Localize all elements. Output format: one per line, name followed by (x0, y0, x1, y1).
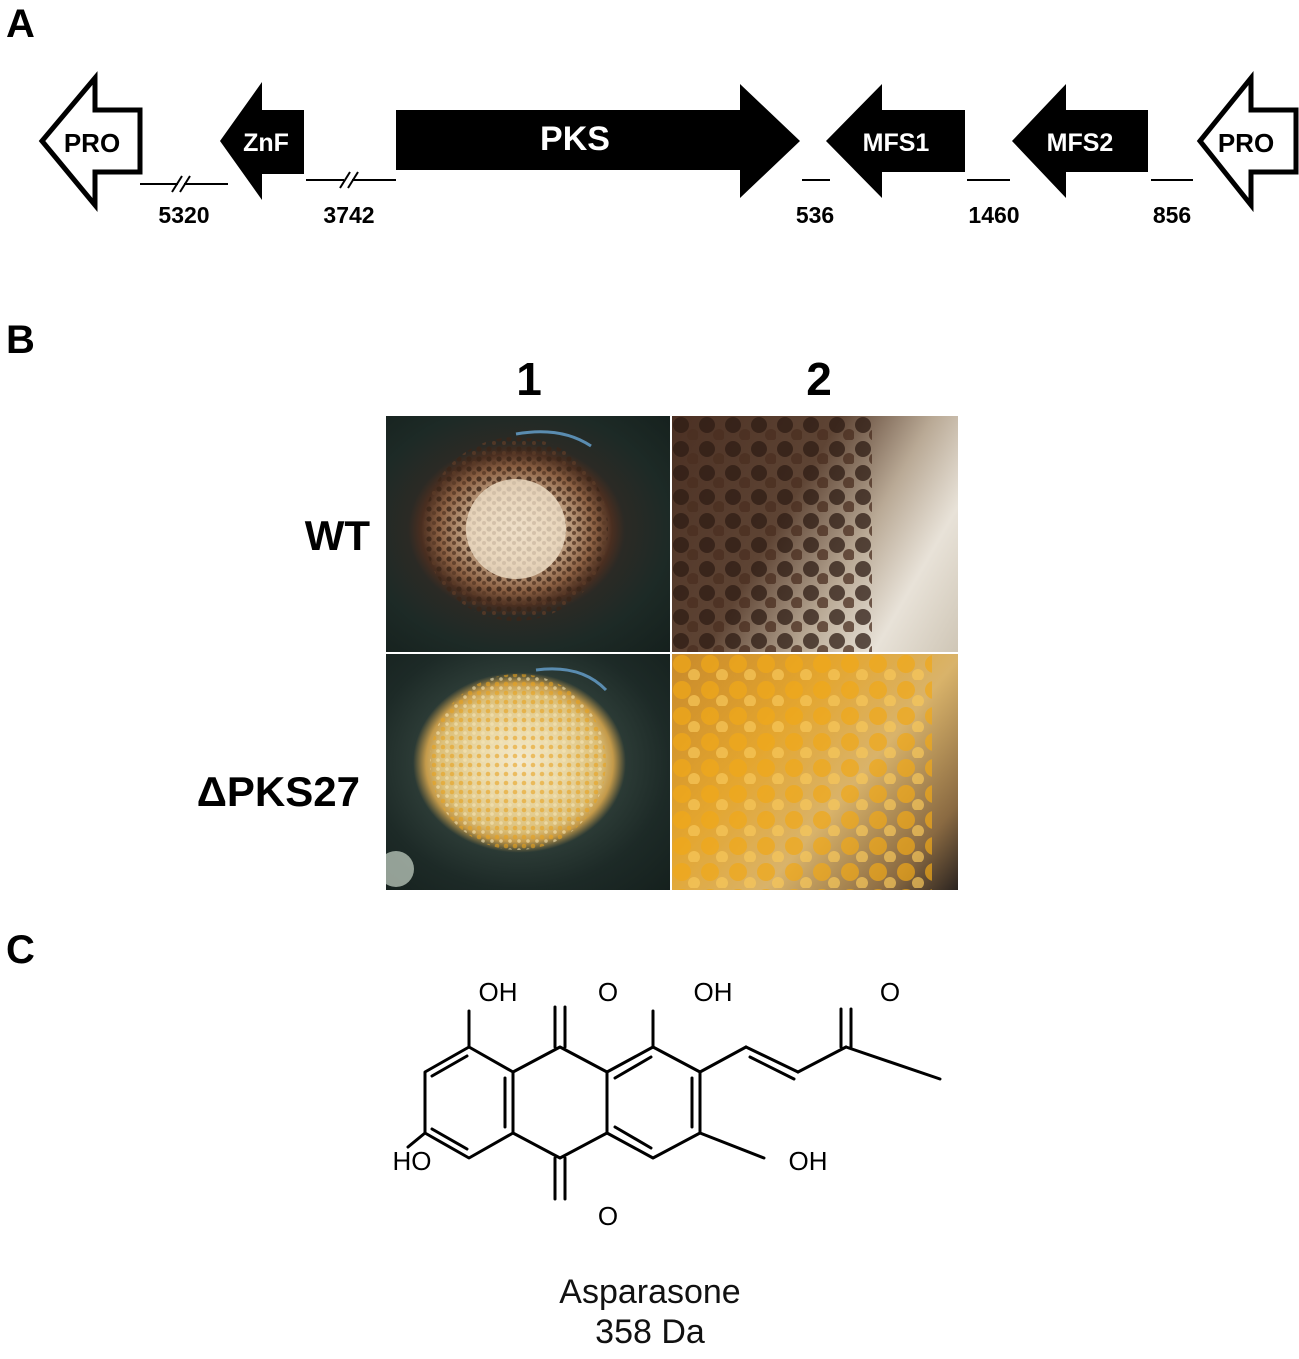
gene-label-pks: PKS (540, 120, 610, 158)
panel-label-c: C (6, 928, 35, 972)
row-label-dpks27: ΔPKS27 (196, 768, 360, 815)
row-label-wt: WT (304, 512, 370, 559)
gene-label-mfs1: MFS1 (863, 129, 930, 157)
gap-label-856: 856 (1153, 202, 1191, 228)
compound-mass: 358 Da (595, 1313, 705, 1351)
panel-label-b: B (6, 318, 35, 362)
photo-mutant-colony (386, 654, 670, 890)
gene-pro-right: PRO (1196, 70, 1299, 213)
gene-pro-left: PRO (38, 71, 143, 212)
gap-line-2 (306, 171, 396, 189)
label-o-top: O (598, 977, 618, 1007)
asparasone-structure: OH O OH O HO OH O (393, 977, 942, 1231)
compound-name: Asparasone (559, 1273, 741, 1311)
label-oh-top-left: OH (479, 977, 518, 1007)
gene-cluster-map: PRO ZnF PKS MFS1 MFS2 PRO 5320 374 (38, 70, 1299, 228)
gene-label-mfs2: MFS2 (1047, 129, 1114, 157)
gap-label-1460: 1460 (968, 202, 1019, 228)
label-o-ketone: O (880, 977, 900, 1007)
gap-label-536: 536 (796, 202, 834, 228)
label-o-bottom: O (598, 1201, 618, 1231)
gene-label-pro-left: PRO (64, 128, 120, 158)
photo-wt-colony (386, 416, 670, 652)
column-label-2: 2 (806, 353, 832, 405)
compound-caption: Asparasone 358 Da (450, 1272, 850, 1352)
label-ho-left: HO (393, 1146, 432, 1176)
gap-label-3742: 3742 (323, 202, 374, 228)
column-label-1: 1 (516, 353, 542, 405)
gap-label-5320: 5320 (158, 202, 209, 228)
photo-mutant-closeup (672, 654, 958, 890)
gene-mfs1: MFS1 (826, 84, 965, 198)
gene-pks: PKS (396, 84, 800, 198)
label-oh-right: OH (789, 1146, 828, 1176)
gene-label-pro-right: PRO (1218, 128, 1274, 158)
panel-label-a: A (6, 2, 35, 46)
label-oh-top-right: OH (694, 977, 733, 1007)
gap-line-1 (140, 175, 228, 193)
photo-wt-closeup (672, 416, 958, 652)
gene-label-znf: ZnF (243, 129, 289, 157)
gene-znf: ZnF (220, 82, 304, 200)
gene-mfs2: MFS2 (1012, 84, 1148, 198)
